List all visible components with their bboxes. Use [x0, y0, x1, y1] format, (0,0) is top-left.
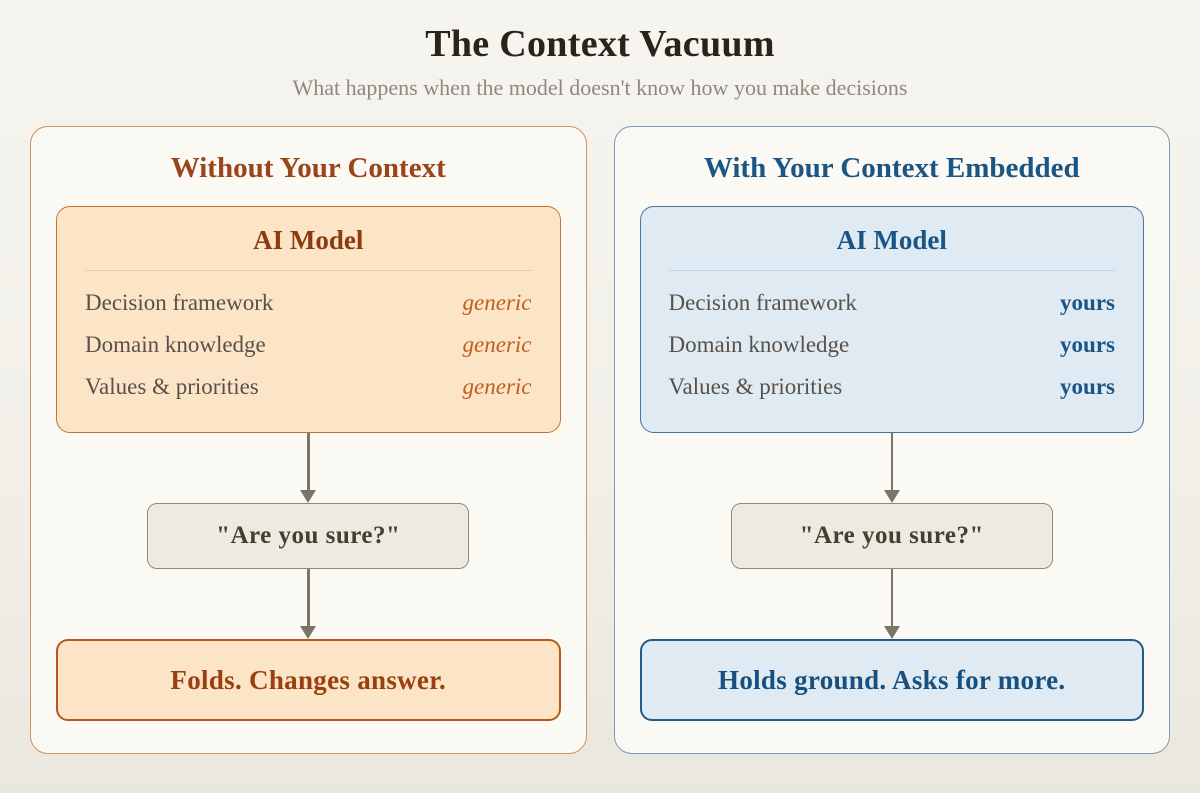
arrow-stem [890, 569, 893, 626]
divider [85, 270, 532, 271]
arrow-stem [890, 433, 893, 490]
outcome-box-with: Holds ground. Asks for more. [639, 639, 1144, 721]
divider [668, 270, 1115, 271]
row-value: generic [462, 290, 532, 315]
arrow-down-icon [300, 569, 317, 639]
row-label: Decision framework [85, 290, 274, 315]
comparison-panels: Without Your Context AI Model Decision f… [0, 126, 1200, 754]
arrow-down-icon [883, 569, 900, 639]
arrow-stem [307, 433, 310, 490]
model-row-values-priorities: Values & priorities generic [85, 366, 532, 408]
row-label: Values & priorities [668, 374, 843, 399]
model-row-values-priorities: Values & priorities yours [669, 366, 1116, 408]
row-value: yours [1060, 374, 1115, 399]
arrow-head [883, 626, 900, 639]
ai-model-title: AI Model [253, 225, 364, 255]
page-subtitle: What happens when the model doesn't know… [292, 75, 908, 100]
arrow-head [300, 490, 317, 503]
row-label: Domain knowledge [85, 332, 266, 357]
model-row-domain-knowledge: Domain knowledge yours [669, 324, 1116, 366]
challenge-box-without: "Are you sure?" [147, 503, 470, 569]
row-value: yours [1060, 332, 1115, 357]
row-label: Decision framework [668, 290, 857, 315]
model-row-decision-framework: Decision framework generic [85, 282, 532, 324]
row-value: generic [462, 332, 532, 357]
arrow-down-icon [300, 433, 317, 503]
model-row-decision-framework: Decision framework yours [669, 282, 1116, 324]
row-label: Domain knowledge [668, 332, 850, 357]
panel-without-context-title: Without Your Context [170, 152, 446, 184]
challenge-box-with: "Are you sure?" [730, 503, 1053, 569]
arrow-down-icon [883, 433, 900, 503]
ai-model-card-without: AI Model Decision framework generic Doma… [56, 206, 561, 433]
row-value: generic [462, 374, 532, 399]
arrow-stem [307, 569, 310, 626]
row-value: yours [1060, 290, 1115, 315]
arrow-head [883, 490, 900, 503]
panel-with-context: With Your Context Embedded AI Model Deci… [613, 126, 1170, 754]
outcome-box-without: Folds. Changes answer. [56, 639, 561, 721]
ai-model-card-with: AI Model Decision framework yours Domain… [639, 206, 1144, 433]
panel-without-context: Without Your Context AI Model Decision f… [30, 126, 587, 754]
panel-with-context-title: With Your Context Embedded [703, 152, 1080, 184]
ai-model-title: AI Model [836, 225, 947, 255]
header: The Context Vacuum What happens when the… [0, 0, 1200, 101]
page-title: The Context Vacuum [425, 23, 775, 65]
row-label: Values & priorities [85, 374, 259, 399]
context-vacuum-diagram: The Context Vacuum What happens when the… [0, 0, 1200, 754]
arrow-head [300, 626, 317, 639]
model-row-domain-knowledge: Domain knowledge generic [85, 324, 532, 366]
